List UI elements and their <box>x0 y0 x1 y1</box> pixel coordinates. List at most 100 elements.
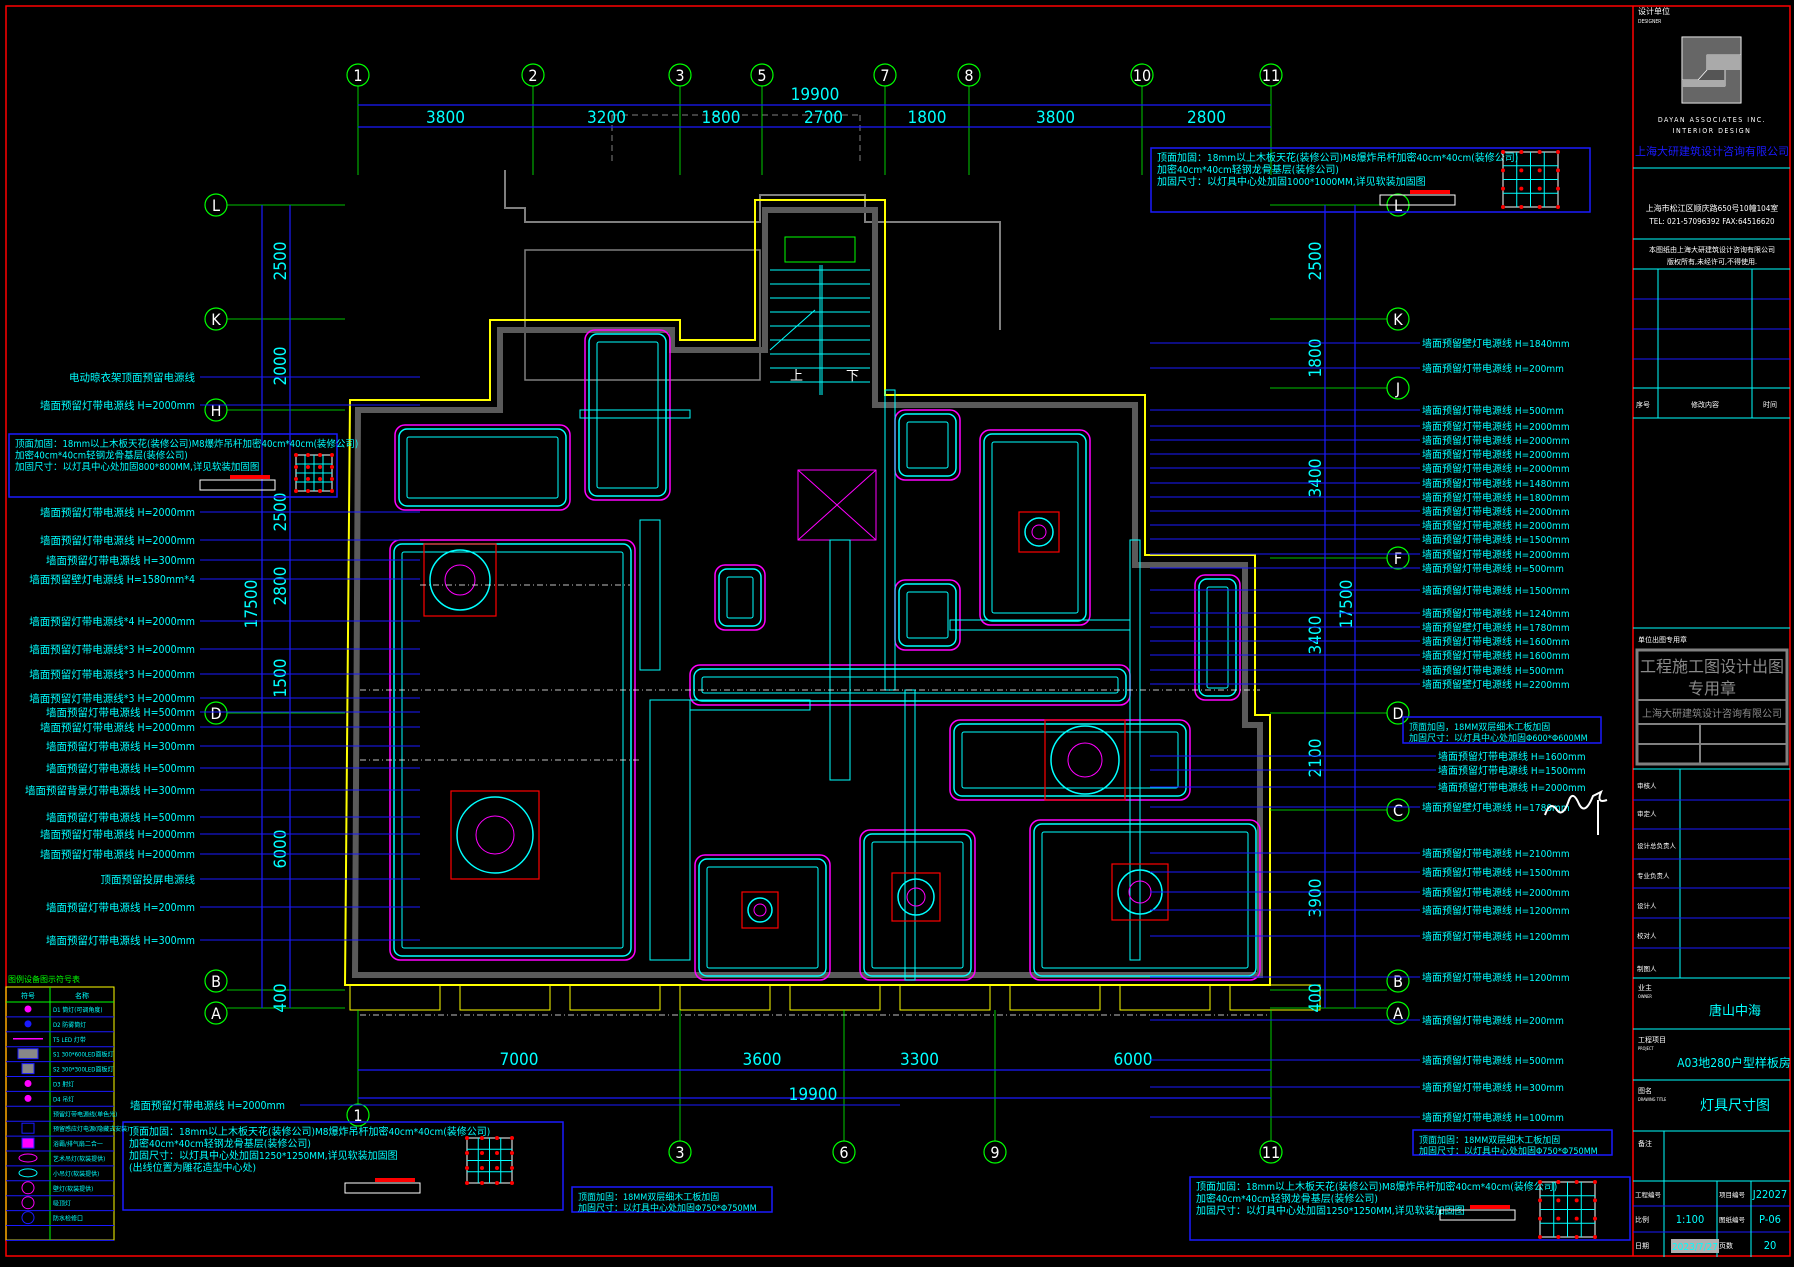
detail-anchor <box>1519 150 1524 154</box>
right-annotation: 墙面预留灯带电源线 H=500mm <box>1422 562 1564 575</box>
stamp-area-label: 单位出图专用章 <box>1638 635 1687 644</box>
window-bay <box>899 984 991 1011</box>
dim-left-total: 17500 <box>242 580 262 629</box>
bedroom-3-ceiling <box>859 829 976 981</box>
section-sketch <box>344 1182 421 1194</box>
drawing-border <box>5 5 1791 1257</box>
detail-anchor <box>318 489 322 493</box>
legend-symbol-icon <box>21 1196 35 1210</box>
detail-anchor <box>495 1136 499 1140</box>
pages-label: 页数 <box>1719 1241 1733 1250</box>
firm-name-en-1: DAYAN ASSOCIATES INC. <box>1658 116 1766 124</box>
pages-value: 20 <box>1764 1239 1777 1252</box>
detail-anchor <box>1593 1235 1597 1239</box>
grid-top-10-label: 10 <box>1133 66 1151 85</box>
terrace-outline <box>504 170 1001 330</box>
note-bottom-left-box <box>122 1121 564 1211</box>
detail-anchor <box>1537 168 1542 173</box>
pendant-light <box>747 897 773 923</box>
grid-bottom-9-label: 9 <box>990 1143 999 1162</box>
note-right-mid-line: 加固尺寸：以灯具中心处加固Φ600*Φ600MM <box>1409 732 1588 744</box>
grid-top-8-label: 8 <box>964 66 973 85</box>
note-bottom-right-box <box>1189 1176 1631 1241</box>
master-bedroom-ceiling <box>1029 819 1261 981</box>
grid-left-D-bubble <box>204 701 228 725</box>
partition <box>649 699 691 961</box>
section-sketch-mark <box>1410 190 1450 194</box>
grid-top-3-bubble <box>668 63 692 87</box>
bedroom-ceiling-recess <box>991 441 1079 614</box>
grid-left-H-label: H <box>211 401 222 420</box>
partition <box>829 539 851 781</box>
dim-top-part: 1800 <box>702 108 741 128</box>
detail-anchor <box>1501 150 1505 154</box>
left-annotation: 墙面预留灯带电源线*3 H=2000mm <box>29 668 195 681</box>
master-closet-ceiling-inner <box>398 428 567 507</box>
left-annotation: 墙面预留灯带电源线 H=2000mm <box>40 399 195 412</box>
pendant-light-inner <box>753 903 767 917</box>
dim-left-part: 1500 <box>271 659 291 698</box>
partition <box>639 519 661 671</box>
window-bay <box>569 984 661 1011</box>
note-top-right-line: 加密40cm*40cm轻钢龙骨基层(装修公司) <box>1157 163 1339 176</box>
detail-anchor <box>1593 1216 1597 1221</box>
copyright-1: 本图纸由上海大研建筑设计咨询有限公司 <box>1649 245 1775 254</box>
note-top-right-line: 加固尺寸：以灯具中心处加固1000*1000MM,详见软装加固图 <box>1157 175 1426 188</box>
project-no: J22027 <box>1752 1188 1787 1201</box>
detail-anchor <box>480 1181 484 1185</box>
copyright-2: 版权所有,未经许可,不得使用. <box>1667 257 1757 266</box>
detail-anchor <box>510 1151 514 1155</box>
dim-top-part: 1800 <box>908 108 947 128</box>
legend-symbol-icon <box>21 1122 35 1134</box>
note-bottom-left-line: 顶面加固：18mm以上木板天花(装修公司)M8爆炸吊杆加密40cm*40cm(装… <box>129 1125 490 1138</box>
designer-label-en: DESIGNER <box>1638 19 1661 25</box>
detail-anchor <box>318 465 322 469</box>
right-annotation: 墙面预留灯带电源线 H=500mm <box>1422 404 1564 417</box>
pendant-light <box>429 549 491 611</box>
detail-anchor <box>480 1136 484 1140</box>
note-bottom-left-line: (出线位置为雕花造型中心处) <box>129 1161 256 1174</box>
detail-anchor <box>330 489 334 493</box>
section-sketch-mark <box>1470 1205 1510 1209</box>
grid-top-11-bubble <box>1259 63 1283 87</box>
corridor-ceiling-recess <box>701 676 1119 694</box>
detail-anchor <box>1556 1216 1561 1221</box>
right-annotation: 墙面预留灯带电源线 H=1500mm <box>1422 584 1570 597</box>
legend-symbol-icon <box>17 1048 39 1060</box>
detail-anchor <box>1519 168 1524 173</box>
left-annotation: 墙面预留灯带电源线 H=2000mm <box>40 721 195 734</box>
detail-anchor <box>465 1166 469 1170</box>
bedroom-3-ceiling-recess <box>871 841 964 969</box>
legend-item-name: D4 吊灯 <box>53 1095 74 1103</box>
right-annotation: 墙面预留灯带电源线 H=200mm <box>1422 1014 1564 1027</box>
left-annotation: 顶面预留投屏电源线 <box>101 873 196 886</box>
left-annotation: 墙面预留灯带电源线 H=500mm <box>46 706 195 719</box>
detail-anchor <box>1501 186 1505 191</box>
owner-label: 业主 <box>1638 983 1652 992</box>
grid-top-5-bubble <box>750 63 774 87</box>
legend-item-name: 防水检修口 <box>53 1215 83 1223</box>
right-annotation: 墙面预留灯带电源线 H=2100mm <box>1422 847 1570 860</box>
project-label-en: PROJECT <box>1638 1046 1654 1051</box>
detail-anchor <box>1538 1180 1542 1184</box>
section-sketch <box>1379 194 1456 206</box>
legend-item-name: 浴霸/排气扇二合一 <box>53 1140 103 1148</box>
note-left-line: 顶面加固：18mm以上木板天花(装修公司)M8爆炸吊杆加密40cm*40cm(装… <box>15 438 358 450</box>
legend-header-name: 名称 <box>75 991 89 1000</box>
right-annotation: 墙面预留灯带电源线 H=1600mm <box>1422 649 1570 662</box>
drawing-title-label: 图名 <box>1638 1086 1652 1095</box>
grid-right-A-label: A <box>1393 1004 1403 1023</box>
detail-anchor <box>1574 1180 1579 1184</box>
grid-bottom-9-bubble <box>983 1140 1007 1164</box>
left-annotation: 墙面预留灯带电源线*4 H=2000mm <box>29 615 195 628</box>
pendant-light-reinforcement-box <box>741 891 779 929</box>
detail-anchor <box>510 1181 514 1185</box>
master-bedroom-ceiling-inner <box>1033 823 1257 977</box>
grid-right-J-bubble <box>1386 376 1410 400</box>
grid-left-K-label: K <box>211 310 221 329</box>
dim-top-part: 3200 <box>587 108 626 128</box>
grid-left-L-bubble <box>204 193 228 217</box>
note-bottom-right-line: 顶面加固：18mm以上木板天花(装修公司)M8爆炸吊杆加密40cm*40cm(装… <box>1196 1180 1557 1193</box>
right-annotation: 墙面预留灯带电源线 H=2000mm <box>1422 519 1570 532</box>
detail-anchor <box>318 477 322 481</box>
